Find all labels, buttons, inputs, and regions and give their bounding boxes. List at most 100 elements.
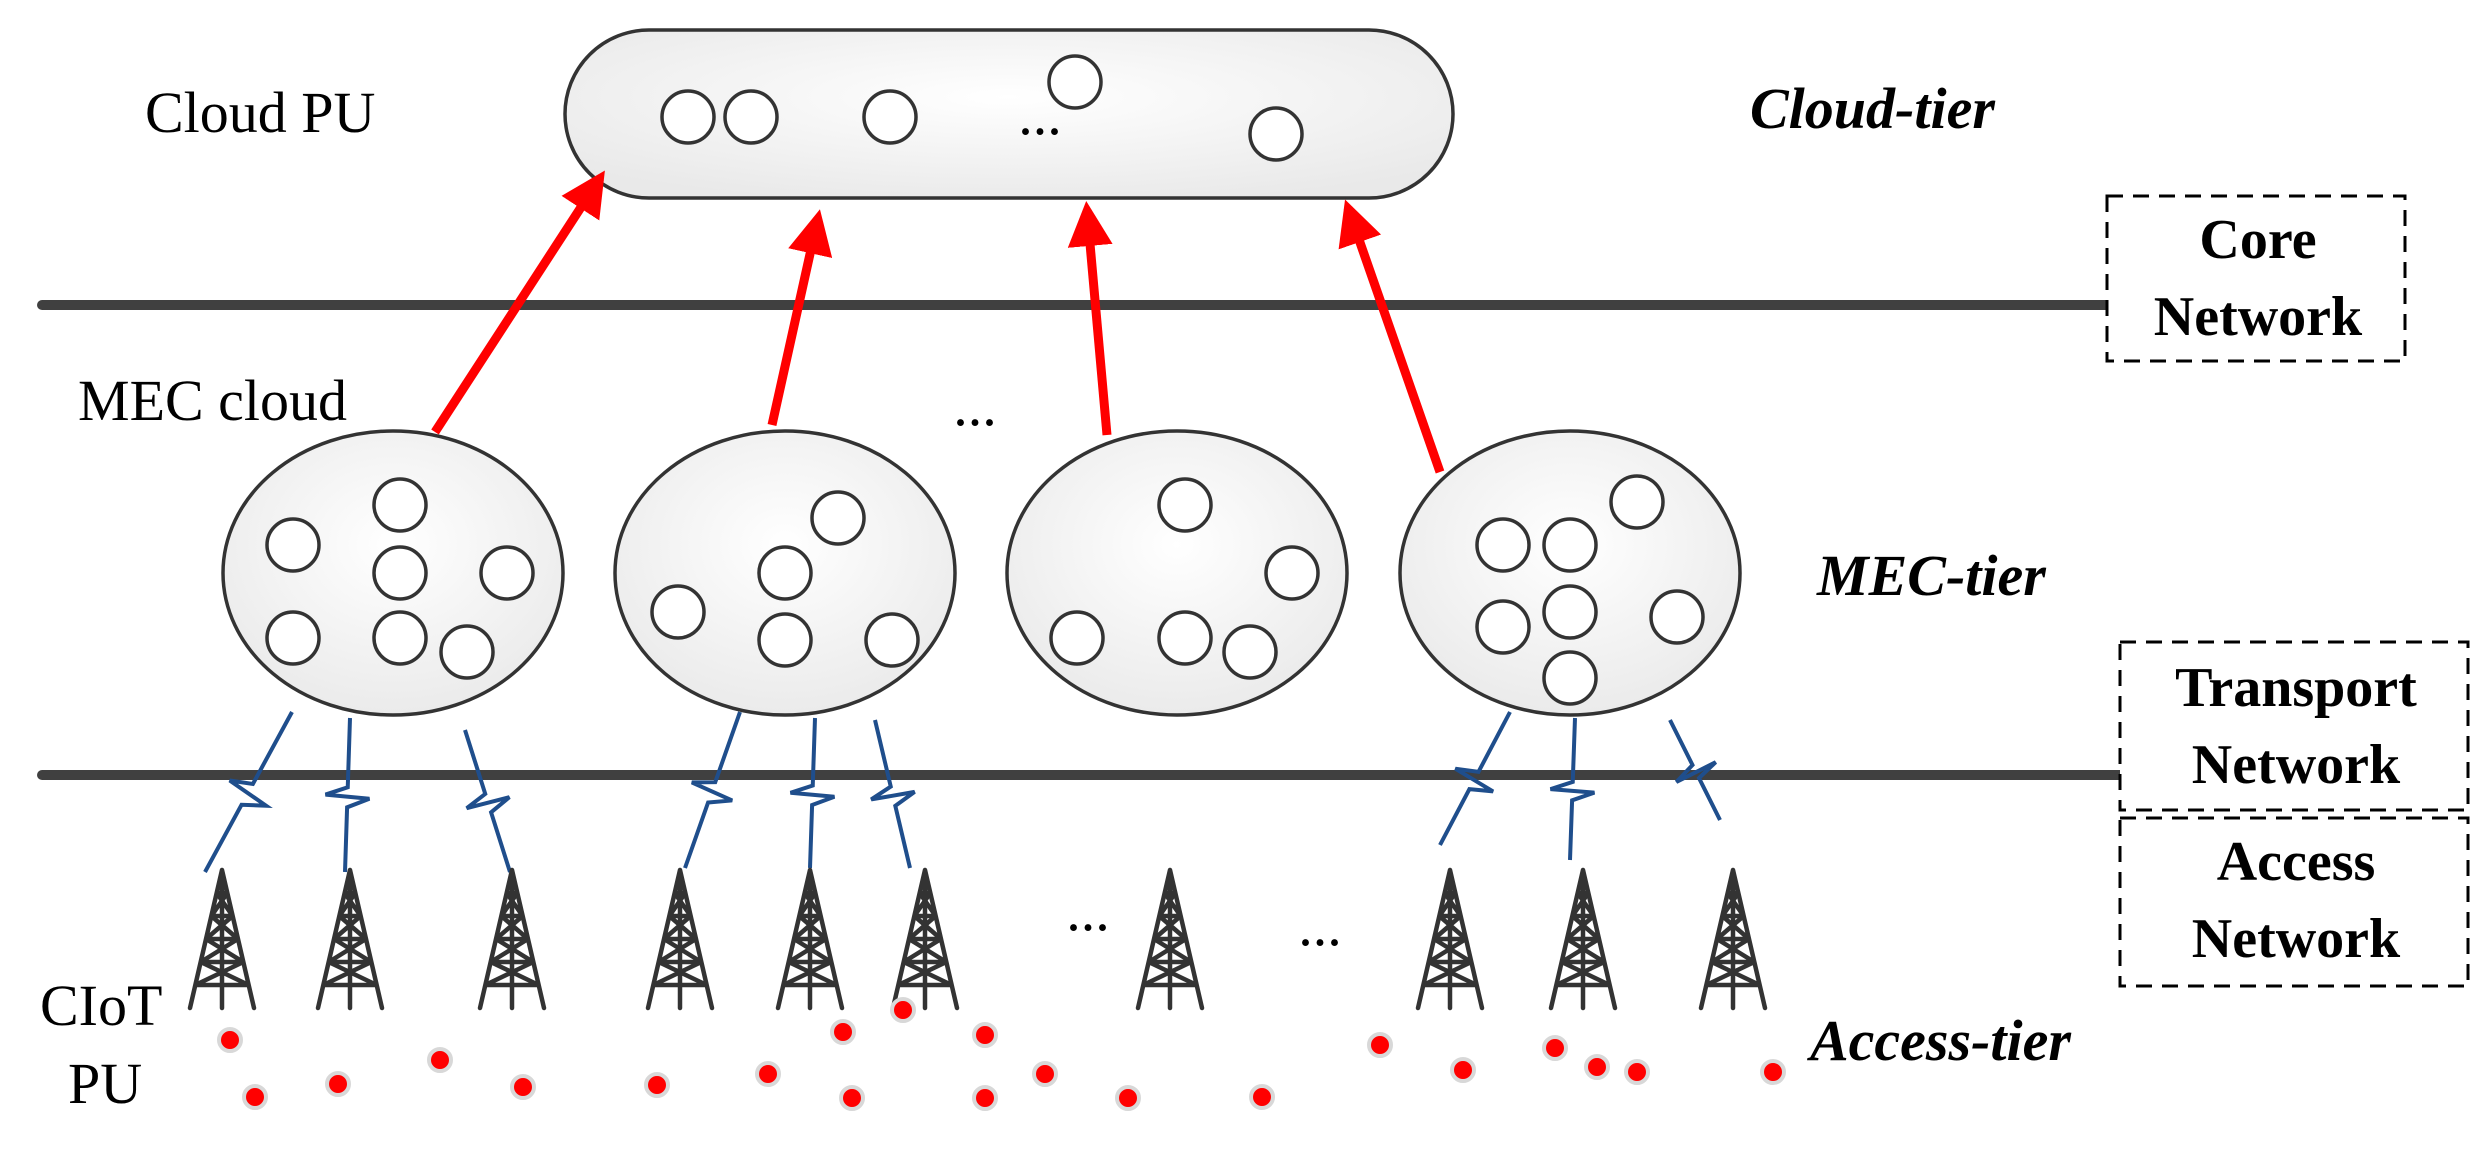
processing-unit [1157,477,1213,533]
mec-cloud [1398,429,1742,717]
ciot-device-dot [1450,1057,1476,1083]
ciot-device-dot [755,1061,781,1087]
access-network-box: Access Network [2118,816,2470,988]
processing-unit [1542,584,1598,640]
ciot-pu-label-line2: PU [68,1051,142,1116]
ciot-device-dot [1584,1054,1610,1080]
transport-network-label-line2: Network [2192,734,2401,796]
processing-unit [1542,650,1598,706]
cell-tower-icon [1698,867,1768,1011]
lightning-link-icon [870,719,916,869]
lightning-link-icon [789,717,836,869]
access-tier-label: Access-tier [1807,1008,2071,1073]
processing-unit [862,89,918,145]
processing-unit [1649,589,1705,645]
cell-tower-icon [187,867,257,1011]
processing-unit [864,612,920,668]
core-network-label-line1: Core [2199,209,2316,271]
lightning-link-icon [324,717,371,873]
lightning-link-icon [1668,719,1722,821]
cloud-capsule [563,28,1455,200]
ciot-pu-label-line1: CIoT [40,973,162,1038]
processing-unit [810,490,866,546]
ciot-device-dot [972,1022,998,1048]
tower-ellipsis: ... [1298,893,1342,958]
ciot-device-dot [242,1084,268,1110]
processing-unit [265,610,321,666]
processing-unit [1047,54,1103,110]
processing-unit [1609,474,1665,530]
processing-unit [372,477,428,533]
mec-cloud [221,429,565,717]
cell-tower-icon [1135,867,1205,1011]
processing-unit [1475,599,1531,655]
lightning-link-icon [1438,711,1512,846]
processing-unit [479,545,535,601]
processing-unit [1248,106,1304,162]
processing-unit [660,89,716,145]
ciot-device-dot [972,1085,998,1111]
processing-unit [372,545,428,601]
processing-unit [1049,610,1105,666]
ciot-device-dot [1760,1059,1786,1085]
processing-unit [372,610,428,666]
mec-cloud [1005,429,1349,717]
ciot-device-dot [1542,1035,1568,1061]
ciot-device-dot [427,1047,453,1073]
processing-unit [650,584,706,640]
ciot-device-dot [510,1074,536,1100]
cell-tower-icon [315,867,385,1011]
ciot-device-dot [644,1072,670,1098]
cell-tower-icon [477,867,547,1011]
ciot-device-dot [830,1019,856,1045]
lightning-link-icon [463,729,512,873]
core-network-label-line2: Network [2154,286,2363,348]
mec-cloud-label: MEC cloud [78,368,347,433]
cell-tower-icon [890,867,960,1011]
processing-unit [1542,517,1598,573]
cell-tower-icon [775,867,845,1011]
ciot-device-dot [1115,1085,1141,1111]
cell-tower-icon [645,867,715,1011]
lightning-link-icon [203,711,294,873]
ciot-device-dot [217,1027,243,1053]
cloud-pu-pool [563,28,1455,200]
ciot-device-dot [1032,1061,1058,1087]
offload-arrow [1338,199,1445,474]
cloud-pu-label: Cloud PU [145,80,375,145]
lightning-link-icon [1549,717,1596,861]
processing-unit [1222,624,1278,680]
processing-unit [1264,545,1320,601]
ciot-device-dot [890,997,916,1023]
ciot-device-dot [1624,1059,1650,1085]
processing-unit [757,612,813,668]
offload-arrow [431,170,605,435]
processing-unit [439,624,495,680]
cell-tower-icon [1548,867,1618,1011]
cloud-tier-label: Cloud-tier [1750,76,1995,141]
processing-unit [723,89,779,145]
processing-unit [1157,610,1213,666]
access-network-label-line1: Access [2217,831,2376,893]
ciot-device-dot [325,1071,351,1097]
processing-unit [265,517,321,573]
ciot-device-dot [1367,1032,1393,1058]
transport-network-label-line1: Transport [2175,657,2417,719]
cloud-ellipsis: ... [1018,82,1062,147]
ciot-device-dot [839,1085,865,1111]
mec-ellipsis: ... [953,373,997,438]
offload-arrow [1067,201,1113,436]
mec-tier-label: MEC-tier [1816,543,2046,608]
processing-unit [757,545,813,601]
core-network-box: Core Network [2105,194,2407,363]
mec-cloud [613,429,957,717]
processing-unit [1475,517,1531,573]
transport-network-box: Transport Network [2118,640,2470,812]
tower-ellipsis: ... [1066,878,1110,943]
ciot-device-dot [1249,1084,1275,1110]
cell-tower-icon [1415,867,1485,1011]
access-network-label-line2: Network [2192,908,2401,970]
offload-arrow [767,209,833,426]
lightning-link-icon [683,711,742,869]
